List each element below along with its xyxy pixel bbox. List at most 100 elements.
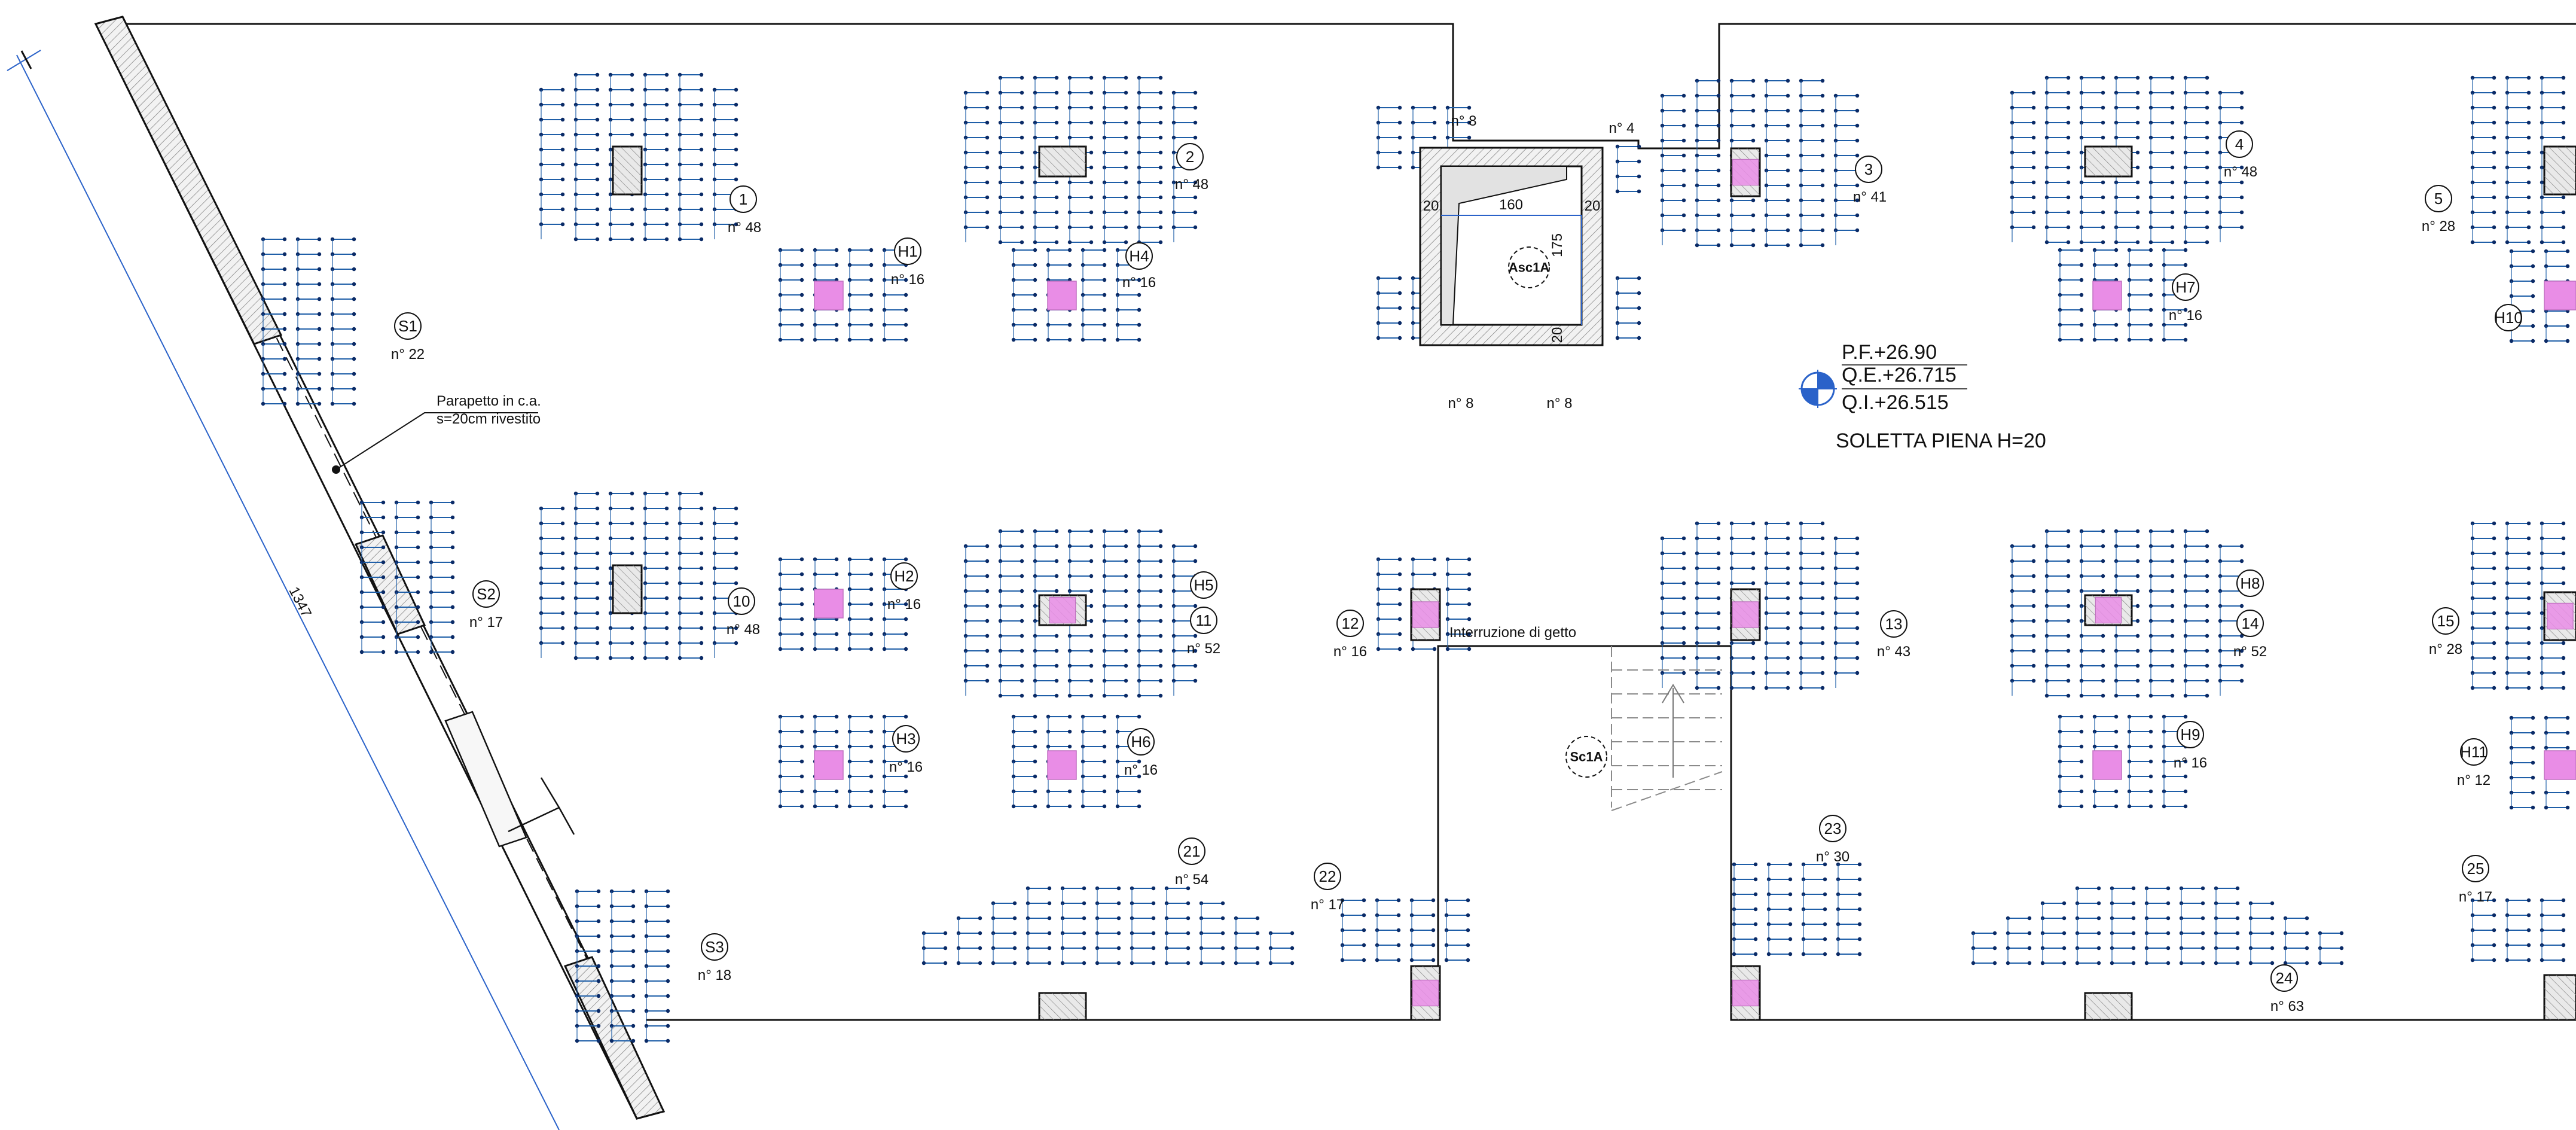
rebar-node bbox=[352, 401, 356, 406]
rebar-node bbox=[644, 1038, 649, 1043]
rebar-node bbox=[1020, 105, 1024, 110]
rebar-node bbox=[1820, 168, 1825, 173]
rebar-node bbox=[1467, 105, 1472, 110]
rebar-node bbox=[2135, 589, 2140, 593]
group-22-id: 22 bbox=[1319, 867, 1336, 885]
rebar-node bbox=[2214, 961, 2218, 965]
rebar-node bbox=[869, 293, 874, 297]
rebar-node bbox=[1020, 648, 1024, 653]
group-25-id: 25 bbox=[2467, 860, 2485, 878]
group-12-count: n° 16 bbox=[1333, 644, 1367, 660]
rebar-node bbox=[416, 500, 420, 505]
rebar-node bbox=[2561, 898, 2566, 903]
rebar-node bbox=[834, 729, 839, 734]
rebar-node bbox=[1164, 961, 1169, 965]
rebar-node bbox=[834, 263, 839, 267]
column-hatch bbox=[1039, 993, 1086, 1020]
rebar-node bbox=[1820, 551, 1825, 556]
rebar-node bbox=[2561, 656, 2566, 660]
rebar-node bbox=[595, 87, 600, 92]
rebar-node bbox=[799, 322, 804, 327]
rebar-node bbox=[2492, 105, 2496, 110]
elevator-depth: 175 bbox=[1549, 233, 1565, 257]
rebar-node bbox=[595, 506, 600, 511]
rebar-node bbox=[282, 371, 287, 376]
rebar-node bbox=[847, 804, 852, 809]
rebar-node bbox=[1786, 198, 1790, 203]
rebar-node bbox=[904, 322, 908, 327]
rebar-node bbox=[2205, 589, 2209, 593]
rebar-node bbox=[2101, 195, 2105, 200]
rebar-node bbox=[664, 192, 669, 197]
rebar-node bbox=[1397, 135, 1402, 140]
rebar-node bbox=[2205, 75, 2209, 80]
rebar-node bbox=[869, 789, 874, 794]
rebar-node bbox=[1054, 180, 1059, 185]
rebar-node bbox=[1047, 946, 1052, 951]
rebar-node bbox=[560, 222, 565, 227]
rebar-node bbox=[2526, 90, 2531, 95]
rebar-node bbox=[1716, 93, 1721, 98]
rebar-node bbox=[2148, 337, 2153, 342]
rebar-node bbox=[1716, 213, 1721, 218]
rebar-node bbox=[799, 789, 804, 794]
rebar-node bbox=[1681, 551, 1686, 556]
rebar-node bbox=[450, 575, 455, 580]
rebar-node bbox=[2531, 730, 2535, 735]
rebar-node bbox=[1054, 559, 1059, 564]
slab-type: SOLETTA PIENA H=20 bbox=[1836, 430, 2046, 452]
rebar-node bbox=[1397, 321, 1402, 325]
rebar-node bbox=[666, 1038, 670, 1043]
rebar-cluster-4 bbox=[2010, 75, 2244, 245]
rebar-node bbox=[699, 162, 704, 167]
columns-layer bbox=[612, 145, 2576, 1021]
rebar-node bbox=[734, 536, 738, 541]
rebar-node bbox=[2127, 337, 2132, 342]
rebar-node bbox=[2492, 195, 2496, 200]
rebar-node bbox=[1186, 886, 1191, 891]
group-label-22: 22n° 17 bbox=[1311, 863, 1344, 913]
rebar-node bbox=[1681, 641, 1686, 645]
rebar-node bbox=[699, 222, 704, 227]
rebar-node bbox=[699, 491, 704, 496]
rebar-node bbox=[2170, 619, 2175, 623]
rebar-node bbox=[699, 536, 704, 541]
column-core bbox=[2092, 750, 2122, 780]
rebar-node bbox=[1637, 144, 1641, 149]
rebar-cluster-22 bbox=[1340, 898, 1470, 963]
rebar-node bbox=[1033, 263, 1037, 267]
rebar-node bbox=[2318, 961, 2322, 965]
rebar-node bbox=[1855, 641, 1860, 645]
rebar-node bbox=[904, 774, 908, 779]
group-label-21: 21n° 54 bbox=[1175, 837, 1208, 888]
rebar-node bbox=[734, 162, 738, 167]
column-H7 bbox=[2092, 281, 2122, 310]
rebar-node bbox=[847, 337, 852, 342]
rebar-node bbox=[1820, 213, 1825, 218]
rebar-node bbox=[595, 521, 600, 526]
rebar-node bbox=[2066, 678, 2071, 683]
rebar-node bbox=[834, 248, 839, 252]
rebar-node bbox=[2239, 225, 2244, 230]
rebar-node bbox=[1751, 93, 1756, 98]
rebar-node bbox=[2239, 165, 2244, 170]
rebar-node bbox=[1786, 521, 1790, 526]
rebar-node bbox=[1158, 619, 1163, 623]
rebar-node bbox=[2561, 581, 2566, 586]
rebar-node bbox=[608, 237, 613, 242]
rebar-node bbox=[1751, 536, 1756, 541]
rebar-node bbox=[1855, 656, 1860, 660]
rebar-node bbox=[317, 252, 322, 257]
rebar-node bbox=[2561, 75, 2566, 80]
rebar-node bbox=[1396, 958, 1401, 963]
rebar-node bbox=[2205, 648, 2209, 653]
rebar-node bbox=[1396, 898, 1401, 903]
rebar-node bbox=[416, 530, 420, 535]
rebar-node bbox=[1089, 240, 1094, 245]
rebar-node bbox=[1067, 322, 1072, 327]
rebar-node bbox=[630, 536, 634, 541]
rebar-node bbox=[2066, 195, 2071, 200]
rebar-node bbox=[1054, 544, 1059, 549]
rebar-node bbox=[2135, 648, 2140, 653]
rebar-node bbox=[1362, 943, 1366, 948]
